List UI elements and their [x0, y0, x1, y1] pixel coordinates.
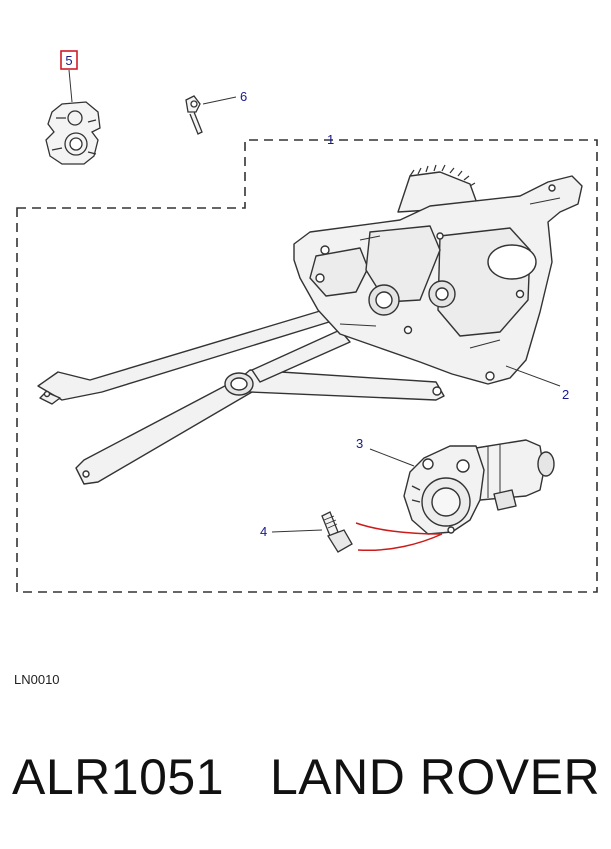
callout-1: 1	[327, 132, 334, 147]
part-2-window-regulator	[37, 164, 583, 485]
caption: ALR1051 LAND ROVER	[12, 748, 607, 818]
part-5-clip	[45, 101, 101, 165]
callout-3: 3	[356, 436, 363, 451]
part-6-pin	[185, 95, 203, 135]
callout-2: 2	[562, 387, 569, 402]
wire-upper	[355, 522, 441, 535]
callout-5: 5	[65, 53, 72, 68]
callout-box-5	[60, 50, 78, 70]
assembly-boundary	[16, 139, 598, 593]
part-4-bolt	[321, 511, 353, 553]
part-3-window-motor	[403, 439, 555, 535]
parts-diagram: 5 6 1	[16, 50, 598, 593]
diagram-reference-code: LN0010	[14, 672, 60, 687]
callout-4: 4	[260, 524, 267, 539]
brand-name: LAND ROVER	[270, 749, 601, 805]
part-number: ALR1051	[12, 749, 224, 805]
callout-6: 6	[240, 89, 247, 104]
wire-lower	[357, 533, 443, 552]
